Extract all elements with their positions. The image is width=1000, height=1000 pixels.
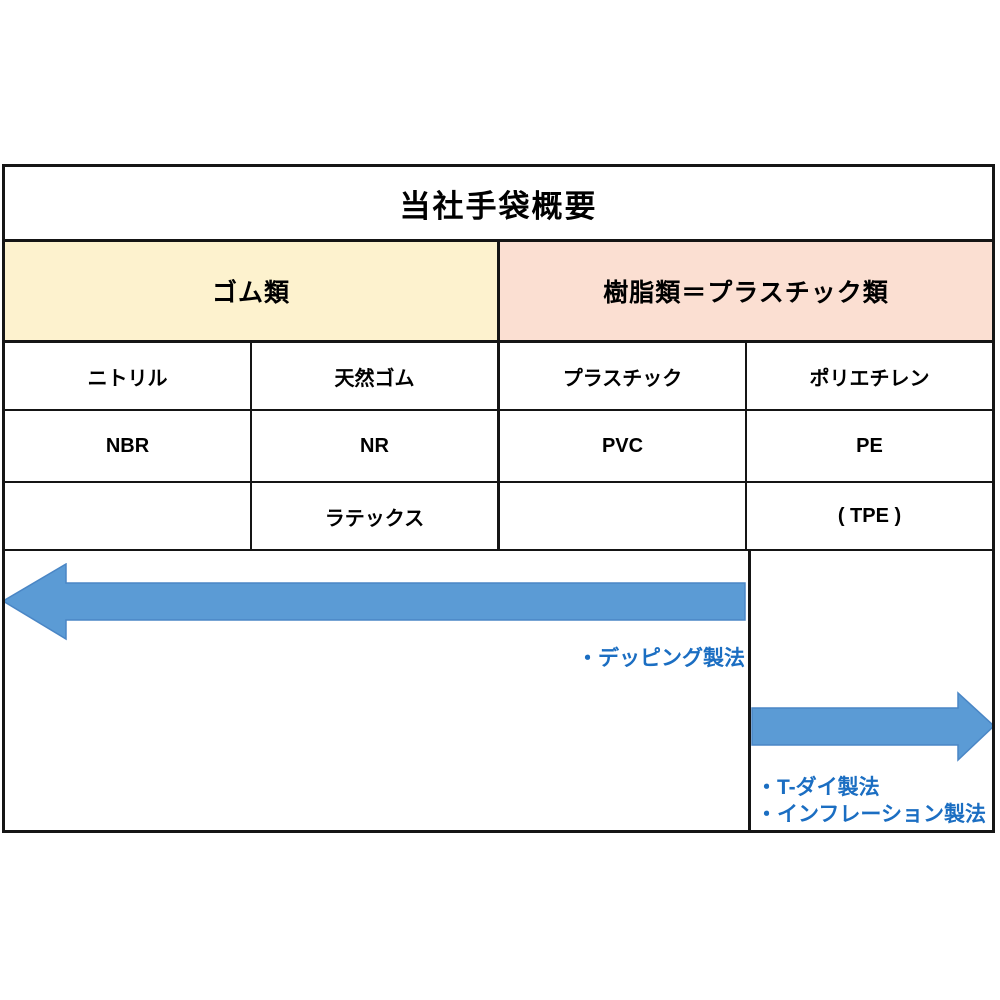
- cell-material-natural-rubber: 天然ゴム: [252, 343, 500, 409]
- cell-extra-latex: ラテックス: [252, 483, 500, 549]
- group-label-rubber: ゴム類: [211, 279, 290, 307]
- cell-material-nitrile: ニトリル: [5, 343, 252, 409]
- cell-extra-empty-1: [5, 483, 252, 549]
- left-arrow-shape: [5, 563, 746, 641]
- cell-code-pvc: PVC: [500, 411, 747, 481]
- cell-extra-tpe: ( TPE ): [837, 504, 902, 527]
- page-title: 当社手袋概要: [399, 188, 598, 224]
- overview-table: 当社手袋概要 ゴム類 樹脂類＝プラスチック類 ニトリル 天然ゴム プラスチック …: [2, 164, 995, 833]
- process-arrow-area: ・デッピング製法 ・T-ダイ製法 ・インフレーション製法: [5, 551, 992, 830]
- group-header-plastic: 樹脂類＝プラスチック類: [500, 242, 992, 340]
- right-arrow-shape: [751, 691, 992, 762]
- dipping-process-arrow-left-icon: [5, 563, 746, 641]
- title-row: 当社手袋概要: [5, 167, 992, 242]
- cell-material-plastic: プラスチック: [500, 343, 747, 409]
- material-code-row: NBR NR PVC PE: [5, 411, 992, 483]
- extrusion-process-arrow-right-icon: [751, 691, 992, 762]
- column-divider: [748, 551, 751, 830]
- material-extra-row: ラテックス ( TPE ): [5, 483, 992, 551]
- dipping-method-label: ・デッピング製法: [577, 647, 745, 670]
- inflation-method-label: ・インフレーション製法: [756, 803, 986, 826]
- cell-code-nr: NR: [252, 411, 500, 481]
- cell-code-pe: PE: [856, 434, 883, 457]
- cell-extra-empty-2: [500, 483, 747, 549]
- cell-material-polyethylene: ポリエチレン: [809, 367, 930, 390]
- group-label-plastic: 樹脂類＝プラスチック類: [603, 279, 889, 307]
- group-header-row: ゴム類 樹脂類＝プラスチック類: [5, 242, 992, 343]
- group-header-rubber: ゴム類: [5, 242, 500, 340]
- cell-code-nbr: NBR: [5, 411, 252, 481]
- t-die-method-label: ・T-ダイ製法: [756, 776, 880, 799]
- material-name-row: ニトリル 天然ゴム プラスチック ポリエチレン: [5, 343, 992, 411]
